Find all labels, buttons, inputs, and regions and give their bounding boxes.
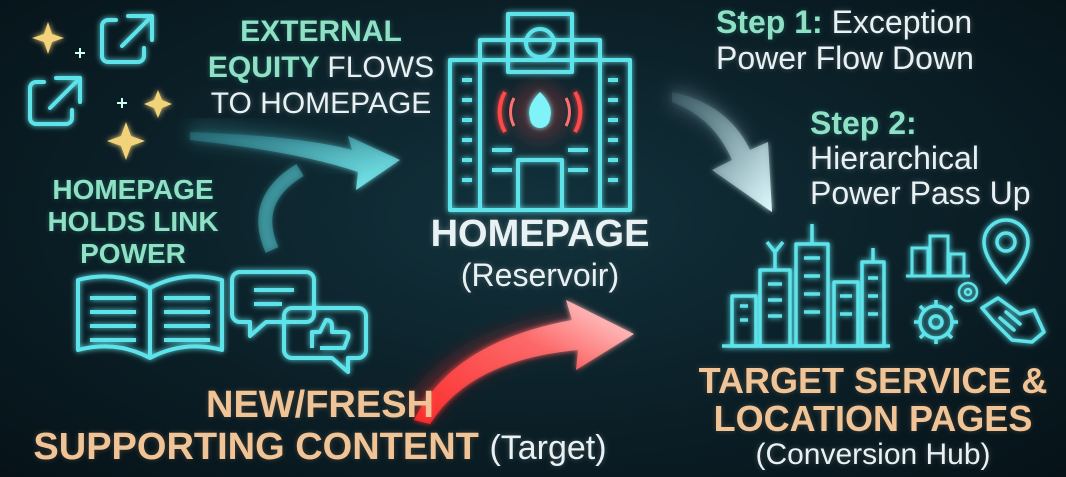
external-equity-label: EXTERNAL EQUITY FLOWS TO HOMEPAGE <box>186 14 456 122</box>
homepage-subtitle: (Reservoir) <box>460 257 620 293</box>
external-link-icon <box>100 14 154 64</box>
external-line2-b: FLOWS <box>327 51 435 84</box>
reservoir-core-icon <box>497 84 583 140</box>
supporting-content-label: NEW/FRESH SUPPORTING CONTENT (Target) <box>10 384 630 469</box>
plus-icon <box>75 48 127 108</box>
supporting-line1: NEW/FRESH <box>206 384 434 426</box>
open-book-icon <box>76 274 224 360</box>
external-line2-a: EQUITY <box>207 51 320 84</box>
holds-link-power-label: HOMEPAGE HOLDS LINK POWER <box>18 174 248 270</box>
target-line2: LOCATION PAGES <box>713 398 1033 439</box>
sparkle-icon <box>107 122 145 160</box>
homepage-title: HOMEPAGE <box>430 213 650 255</box>
step2-title: Step 2: <box>810 105 917 141</box>
step2-text1: Hierarchical <box>810 140 979 176</box>
gear-icon <box>914 300 958 344</box>
sparkle-icon <box>32 22 64 54</box>
handshake-icon <box>980 296 1046 344</box>
supporting-line2: SUPPORTING CONTENT <box>33 426 479 468</box>
target-line1: TARGET SERVICE & <box>698 360 1048 401</box>
curved-arrow-icon <box>669 87 772 212</box>
step2-text2: Power Pass Up <box>810 175 1031 211</box>
step1-label: Step 1: Exception Power Flow Down <box>716 4 974 76</box>
homepage-building-icon <box>448 12 632 212</box>
holds-line2: HOLDS LINK <box>47 206 219 237</box>
step2-label: Step 2: Hierarchical Power Pass Up <box>810 106 1031 211</box>
step1-text1: Exception <box>831 4 973 40</box>
homepage-label: HOMEPAGE (Reservoir) <box>400 212 680 294</box>
city-skyline-icon <box>722 224 890 348</box>
step1-title: Step 1: <box>716 4 823 40</box>
location-pin-icon <box>982 218 1030 285</box>
buildings-icon <box>906 234 970 278</box>
holds-line3: POWER <box>80 238 186 269</box>
curved-arrow-icon <box>409 300 634 424</box>
chat-thumbs-up-icon <box>230 270 368 374</box>
sparkle-icon <box>144 90 172 118</box>
target-pages-label: TARGET SERVICE & LOCATION PAGES (Convers… <box>688 362 1058 472</box>
step1-text2: Power Flow Down <box>716 40 974 76</box>
curved-arrow-icon <box>189 124 400 253</box>
holds-line1: HOMEPAGE <box>52 174 214 205</box>
target-tag: (Conversion Hub) <box>755 438 991 471</box>
external-line1: EXTERNAL <box>240 15 402 48</box>
external-link-icon <box>28 76 82 126</box>
external-line3: TO HOMEPAGE <box>210 87 432 120</box>
supporting-tag: (Target) <box>489 429 607 467</box>
gear-icon <box>957 281 979 303</box>
